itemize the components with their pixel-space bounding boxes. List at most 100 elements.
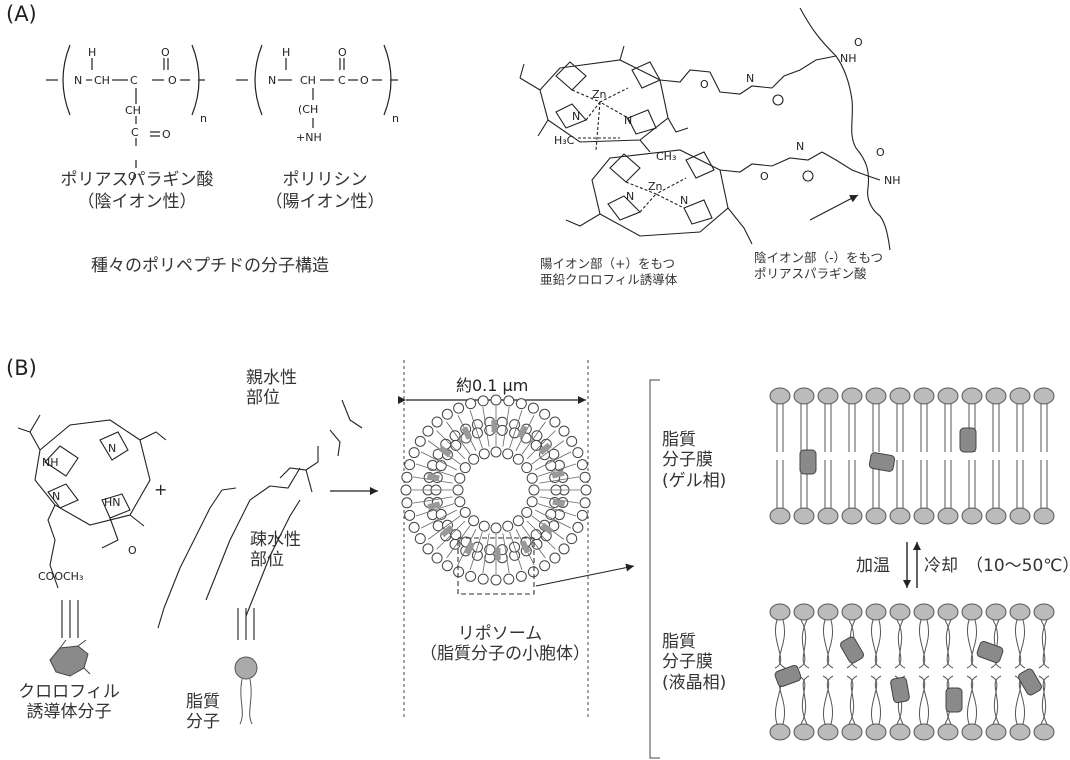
lipid-head xyxy=(408,521,420,533)
lipid-head xyxy=(961,723,983,741)
atom-label: O xyxy=(700,78,709,91)
lipid-head xyxy=(503,395,515,407)
lipid-head xyxy=(865,507,887,525)
membrane-bracket xyxy=(649,379,660,759)
phase-transition-arrows xyxy=(903,542,921,588)
polylysine-name: ポリリシン xyxy=(282,170,368,190)
atom-label: N xyxy=(74,74,82,87)
atom-label: NH xyxy=(840,52,857,65)
lipid-head xyxy=(539,560,551,572)
liquid-phase-label: 脂質 分子膜 (液晶相) xyxy=(662,632,727,693)
panel-b-label: (B) xyxy=(6,356,37,380)
atom-label: N xyxy=(796,140,804,153)
atom-label: N xyxy=(746,72,754,85)
lipid-head xyxy=(579,471,591,483)
lipid-head xyxy=(526,472,538,484)
atom-label: O xyxy=(760,170,769,183)
hydrophobic-label: 疎水性 部位 xyxy=(250,530,301,571)
lipid-head xyxy=(454,496,466,508)
lipid-head xyxy=(985,387,1007,405)
lipid-head xyxy=(572,447,584,459)
lipid-head xyxy=(865,603,887,621)
lipid-head xyxy=(422,425,434,437)
lipid-head xyxy=(490,574,502,586)
lipid-head xyxy=(441,560,453,572)
zinc-chlorophyll-complex xyxy=(519,7,891,251)
polylysine-charge: （陽イオン性） xyxy=(265,192,385,212)
chlorophyll-molecule xyxy=(840,636,864,664)
lipid-head xyxy=(422,543,434,555)
atom-label: N xyxy=(624,114,632,127)
lipid-head xyxy=(414,533,426,545)
chlorophyll-molecule xyxy=(868,452,896,472)
lipid-head xyxy=(769,507,791,525)
atom-label: NH xyxy=(42,456,59,469)
lipid-head xyxy=(441,408,453,420)
lipid-head xyxy=(527,566,539,578)
polyaspartic-acid-structure xyxy=(46,44,205,168)
lipid-head xyxy=(580,484,592,496)
lipid-head xyxy=(1009,507,1031,525)
lipid-head xyxy=(579,497,591,509)
atom-label: CH₃ xyxy=(656,150,676,163)
chlorophyll-molecule xyxy=(976,641,1004,663)
chlorophyll-molecule xyxy=(890,676,910,704)
lipid-head xyxy=(937,507,959,525)
zinc-chlorophyll-atoms: Zn Zn N N N N H₃C CH₃ O O N N NH NH O O xyxy=(554,36,901,207)
atom-label: Zn xyxy=(648,180,663,193)
lipid-head xyxy=(490,446,502,458)
atom-label: O xyxy=(162,128,171,141)
lipid-head xyxy=(477,395,489,407)
lipid-head xyxy=(549,552,561,564)
lipid-head xyxy=(841,723,863,741)
lipid-head xyxy=(841,507,863,525)
lipid-head xyxy=(1033,387,1055,405)
lipid-head xyxy=(1009,387,1031,405)
lipid-head xyxy=(961,507,983,525)
lipid-head xyxy=(572,521,584,533)
lipid-head xyxy=(431,552,443,564)
anion-pointer-arrow xyxy=(809,194,859,221)
lipid-head xyxy=(889,603,911,621)
atom-label: NH xyxy=(884,174,901,187)
gel-phase-label: 脂質 分子膜 (ゲル相) xyxy=(662,430,727,491)
lipid-head xyxy=(793,387,815,405)
atom-label: N xyxy=(108,442,116,455)
lipid-head xyxy=(865,723,887,741)
liposome-lipid-heads xyxy=(400,394,592,586)
lipid-head xyxy=(817,387,839,405)
atom-label: CH xyxy=(300,74,316,87)
lipid-head xyxy=(937,603,959,621)
atom-label: O xyxy=(338,46,347,59)
lipid-head xyxy=(478,448,490,460)
chlorophyll-molecule xyxy=(799,449,817,475)
lipid-head xyxy=(431,416,443,428)
zoom-region xyxy=(457,537,535,595)
lipid-head xyxy=(502,448,514,460)
lipid-head xyxy=(454,472,466,484)
lipid-head xyxy=(512,453,524,465)
polyaspartic-acid-name: ポリアスパラギン酸 xyxy=(60,170,214,190)
chlorophyll-molecule xyxy=(945,687,963,713)
lipid-head xyxy=(527,402,539,414)
lipid-head xyxy=(404,509,416,521)
lipid-head xyxy=(515,570,527,582)
lipid-head xyxy=(1009,603,1031,621)
atom-label: CH xyxy=(94,74,110,87)
lipid-head xyxy=(512,515,524,527)
lipid-head xyxy=(401,471,413,483)
lipid-head xyxy=(528,484,540,496)
atom-label: C xyxy=(130,74,138,87)
lipid-head xyxy=(503,573,515,585)
lipid-head xyxy=(961,387,983,405)
lipid-head xyxy=(817,507,839,525)
atom-label: N xyxy=(680,194,688,207)
lipid-head xyxy=(526,496,538,508)
lipid-head xyxy=(558,543,570,555)
chlorophyll-molecule xyxy=(774,665,802,687)
lipid-head xyxy=(913,603,935,621)
lipid-head xyxy=(841,387,863,405)
zoom-arrow xyxy=(535,563,635,587)
atom-label: N xyxy=(52,490,60,503)
